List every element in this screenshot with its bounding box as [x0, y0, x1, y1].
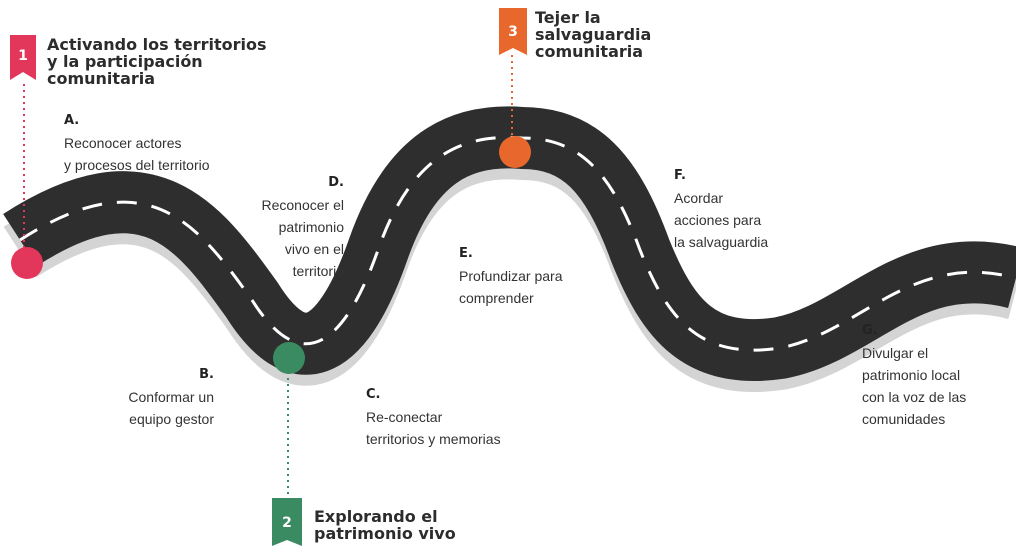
phase-1-title-line: comunitaria [47, 69, 156, 88]
phase-3-title-line: salvaguardia [535, 25, 652, 44]
step-text-line: Conformar un [128, 389, 214, 405]
phase-1-number: 1 [18, 48, 28, 64]
phase-1-title-line: y la participación [47, 52, 203, 71]
step-d: D. Reconocer el patrimonio vivo en el te… [230, 172, 345, 282]
step-letter: G. [862, 323, 878, 338]
step-text-line: Profundizar para [459, 268, 563, 284]
step-text-line: Reconocer el [261, 197, 345, 213]
step-b: B. Conformar un equipo gestor [100, 364, 214, 430]
step-text-line: Divulgar el [862, 345, 929, 361]
step-text-line: equipo gestor [129, 411, 214, 427]
step-f: F. Acordar acciones para la salvaguardia [674, 165, 768, 253]
step-text-line: patrimonio local [862, 367, 961, 383]
step-c: C. Re-conectar territorios y memorias [366, 384, 501, 450]
step-e: E. Profundizar para comprender [459, 243, 563, 309]
phase-1-marker [11, 247, 43, 279]
phase-2-title-line: patrimonio vivo [314, 524, 456, 543]
step-text-line: comunidades [862, 411, 946, 427]
step-g: G. Divulgar el patrimonio local con la v… [862, 320, 966, 430]
step-text-line: vivo en el [284, 241, 344, 257]
phase-3-marker [499, 136, 531, 168]
step-text-line: Reconocer actores [64, 135, 182, 151]
phase-2-badge [272, 498, 302, 546]
step-text-line: y procesos del territorio [64, 157, 210, 173]
step-letter: A. [64, 113, 80, 128]
step-text-line: acciones para [674, 212, 762, 228]
lane-marking [19, 135, 1016, 352]
step-text-line: territorios y memorias [366, 431, 501, 447]
phase-2-marker [273, 342, 305, 374]
step-text-line: la salvaguardia [674, 234, 769, 250]
phase-3-title-line: comunitaria [535, 42, 644, 61]
step-letter: F. [674, 168, 686, 183]
phase-2-title: Explorando el patrimonio vivo [314, 508, 456, 542]
step-text-line: Re-conectar [366, 409, 443, 425]
step-text-line: Acordar [674, 190, 724, 206]
phase-2-number: 2 [282, 515, 292, 531]
step-letter: B. [199, 367, 214, 382]
step-text-line: comprender [459, 290, 534, 306]
phase-3-number: 3 [508, 24, 518, 40]
step-letter: C. [366, 387, 381, 402]
phase-3-badge [499, 8, 527, 55]
phase-3-title: Tejer la salvaguardia comunitaria [535, 9, 651, 60]
step-letter: E. [459, 246, 473, 261]
phase-3-title-line: Tejer la [535, 8, 601, 27]
phase-1-badge [10, 35, 36, 80]
step-text-line: con la voz de las [862, 389, 967, 405]
step-letter: D. [328, 175, 344, 190]
step-text-line: patrimonio [278, 219, 344, 235]
step-text-line: territorio [292, 263, 344, 279]
phase-1-title-line: Activando los territorios [47, 35, 267, 54]
step-a: A. Reconocer actores y procesos del terr… [64, 110, 210, 176]
phase-2-title-line: Explorando el [314, 507, 438, 526]
phase-1-title: Activando los territorios y la participa… [47, 36, 267, 87]
